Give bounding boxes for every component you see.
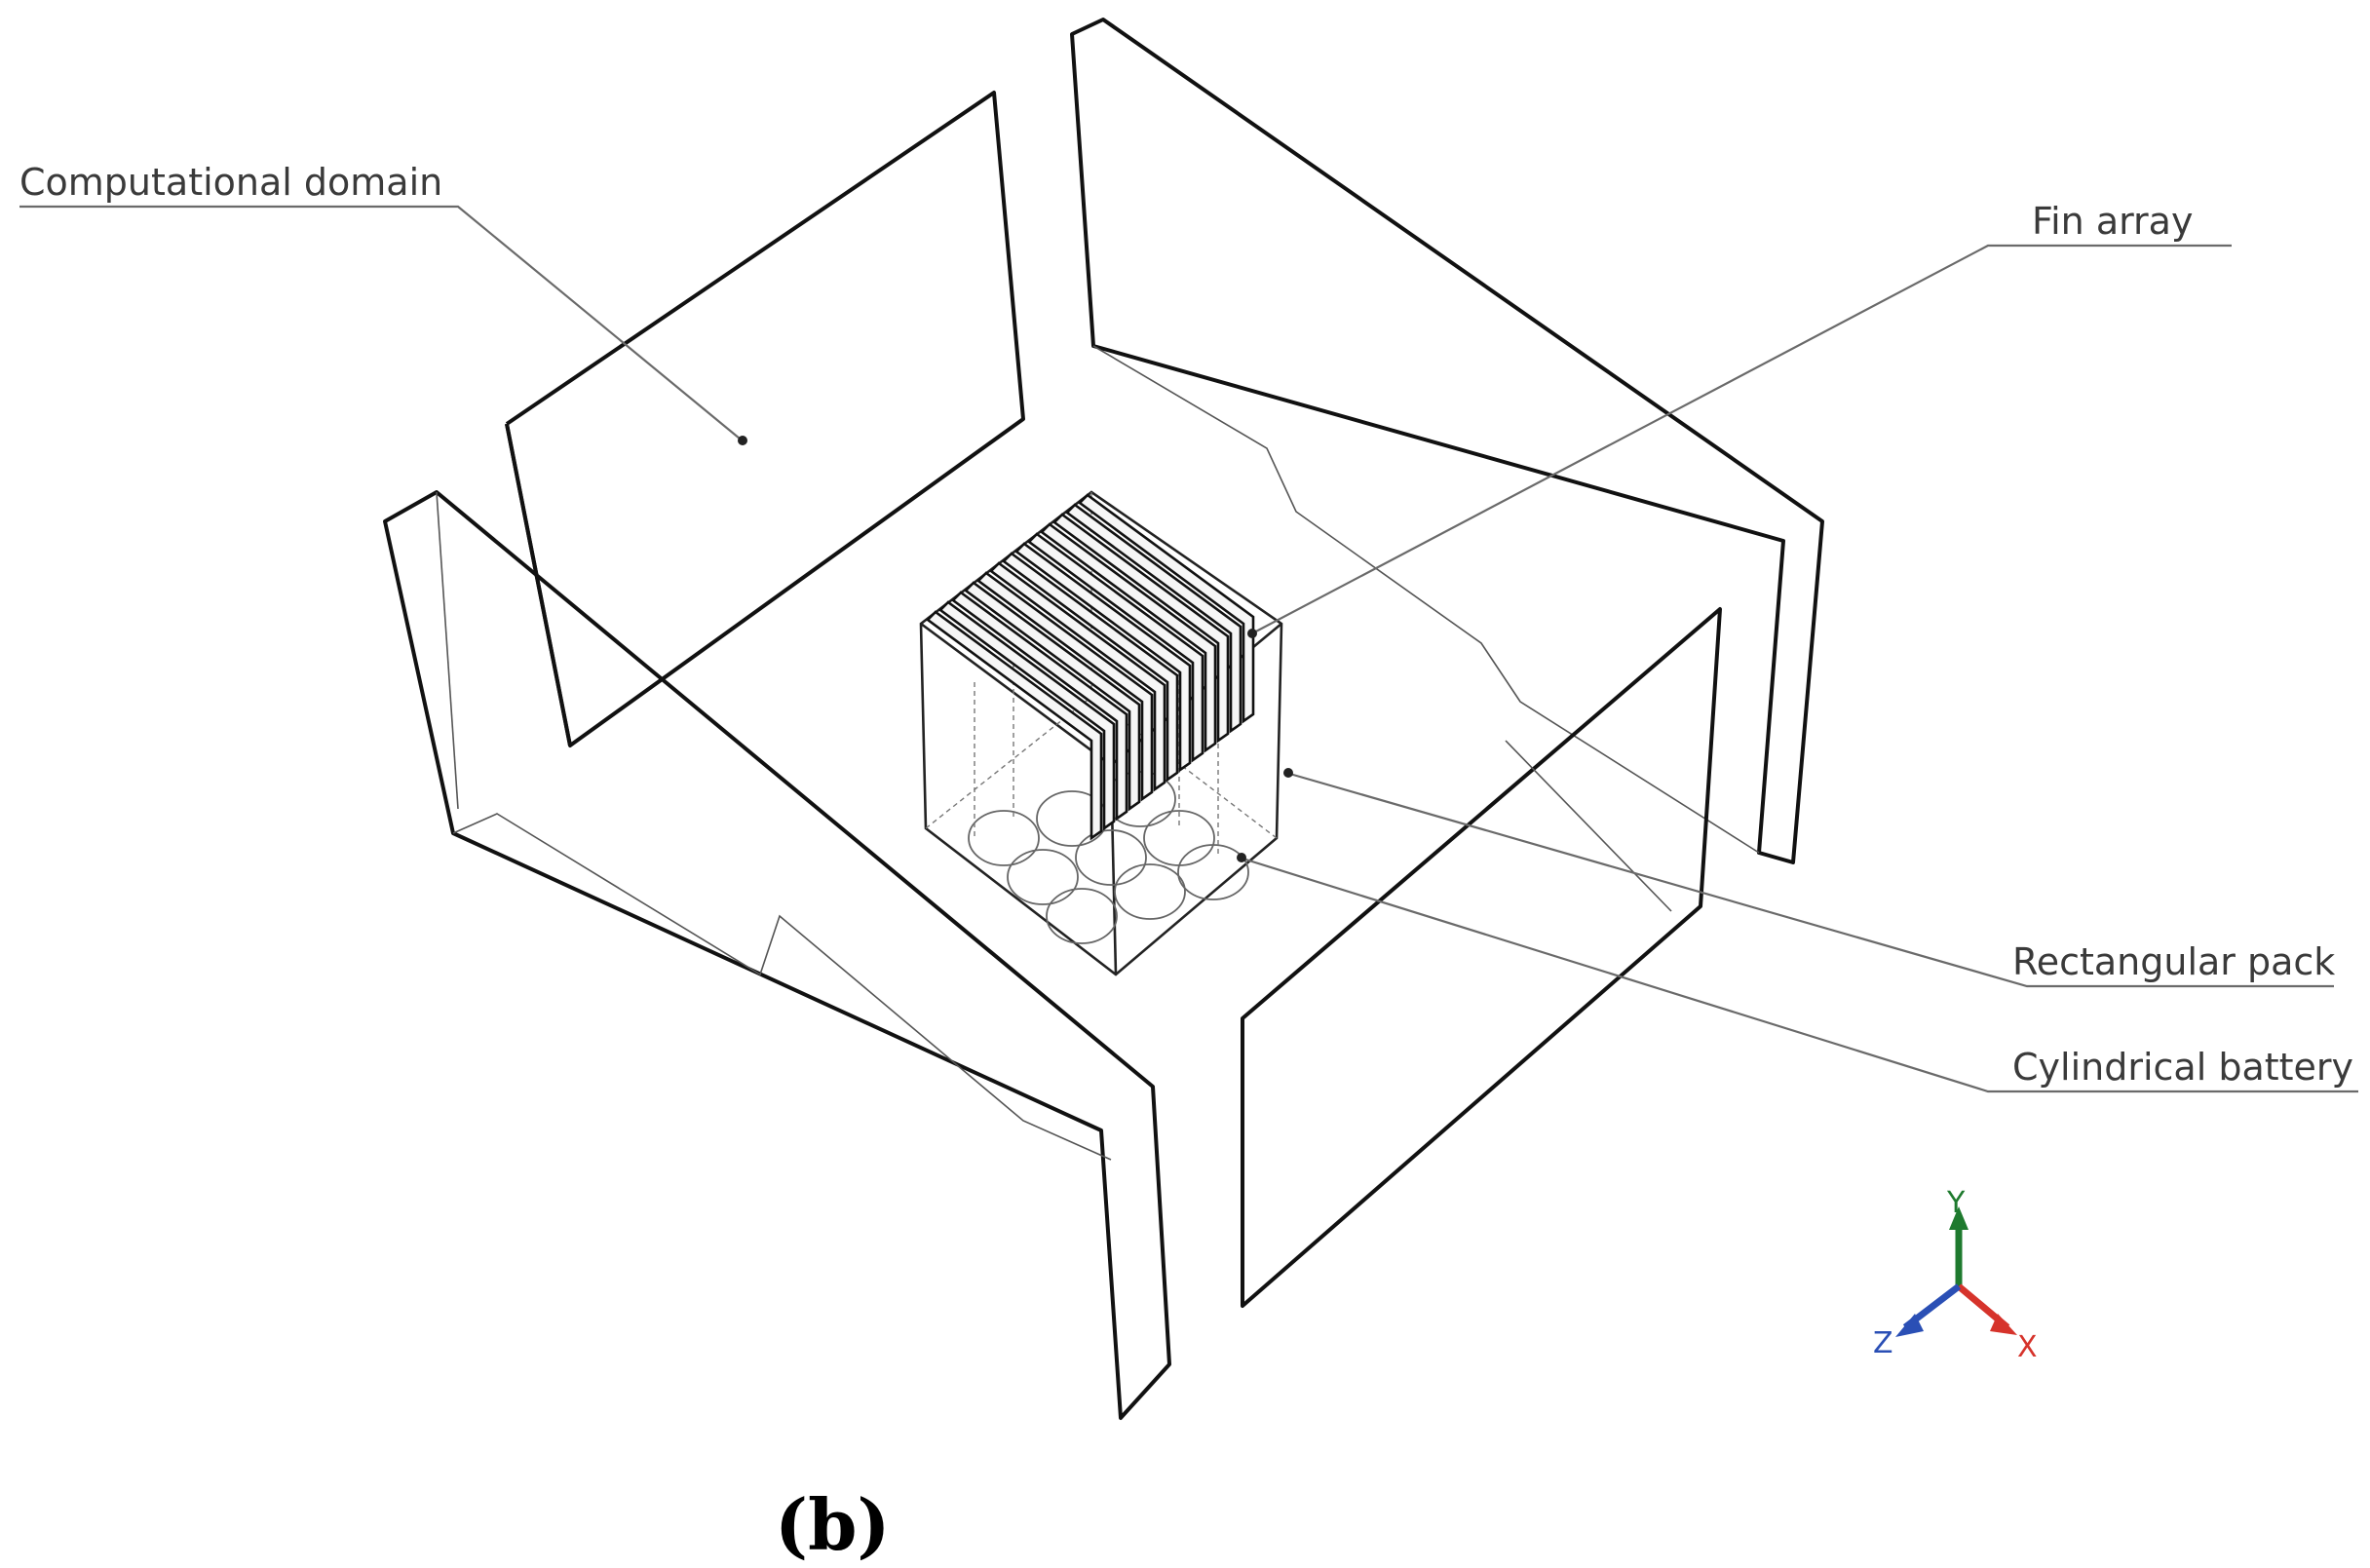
leader-cylindrical-battery	[1239, 856, 2358, 1093]
label-computational-domain: Computational domain	[19, 161, 442, 204]
fin-plate	[1002, 552, 1179, 783]
fin-plate	[938, 600, 1116, 831]
z-axis-arrow	[1895, 1314, 1924, 1337]
x-axis-label: X	[2017, 1330, 2038, 1364]
leader-rectangular-pack	[1285, 771, 2334, 988]
x-axis-arrow	[1990, 1314, 2017, 1335]
fin-plate	[1040, 522, 1217, 753]
wall-front-right	[1241, 607, 1722, 1308]
fin-array	[926, 493, 1255, 841]
y-axis-label: Y	[1946, 1186, 1966, 1220]
fin-plate	[1052, 513, 1230, 744]
fin-plate	[1027, 532, 1204, 763]
fin-plate	[951, 591, 1128, 822]
wall-back-left	[505, 91, 1025, 747]
label-rectangular-pack: Rectangular pack	[2012, 940, 2335, 983]
label-cylindrical-battery: Cylindrical battery	[2012, 1046, 2353, 1089]
axis-triad: Y X Z	[1873, 1186, 2038, 1364]
label-fin-array: Fin array	[2032, 200, 2193, 243]
leader-lines	[19, 205, 2358, 1093]
fin-plate	[989, 561, 1166, 792]
fin-plate	[976, 571, 1154, 802]
fin-plate	[926, 610, 1103, 841]
leader-computational-domain	[19, 205, 746, 444]
y-axis-arrow	[1949, 1206, 1969, 1230]
wall-back-right	[1070, 18, 1824, 864]
fin-plate	[1078, 493, 1255, 724]
wall-front-left	[383, 490, 1171, 1420]
z-axis-label: Z	[1873, 1326, 1893, 1360]
fin-plate	[1014, 542, 1192, 773]
leader-fin-array	[1251, 244, 2232, 634]
fin-plate	[964, 581, 1141, 812]
panel-label: (b)	[775, 1483, 890, 1566]
fin-plate	[1065, 503, 1242, 734]
